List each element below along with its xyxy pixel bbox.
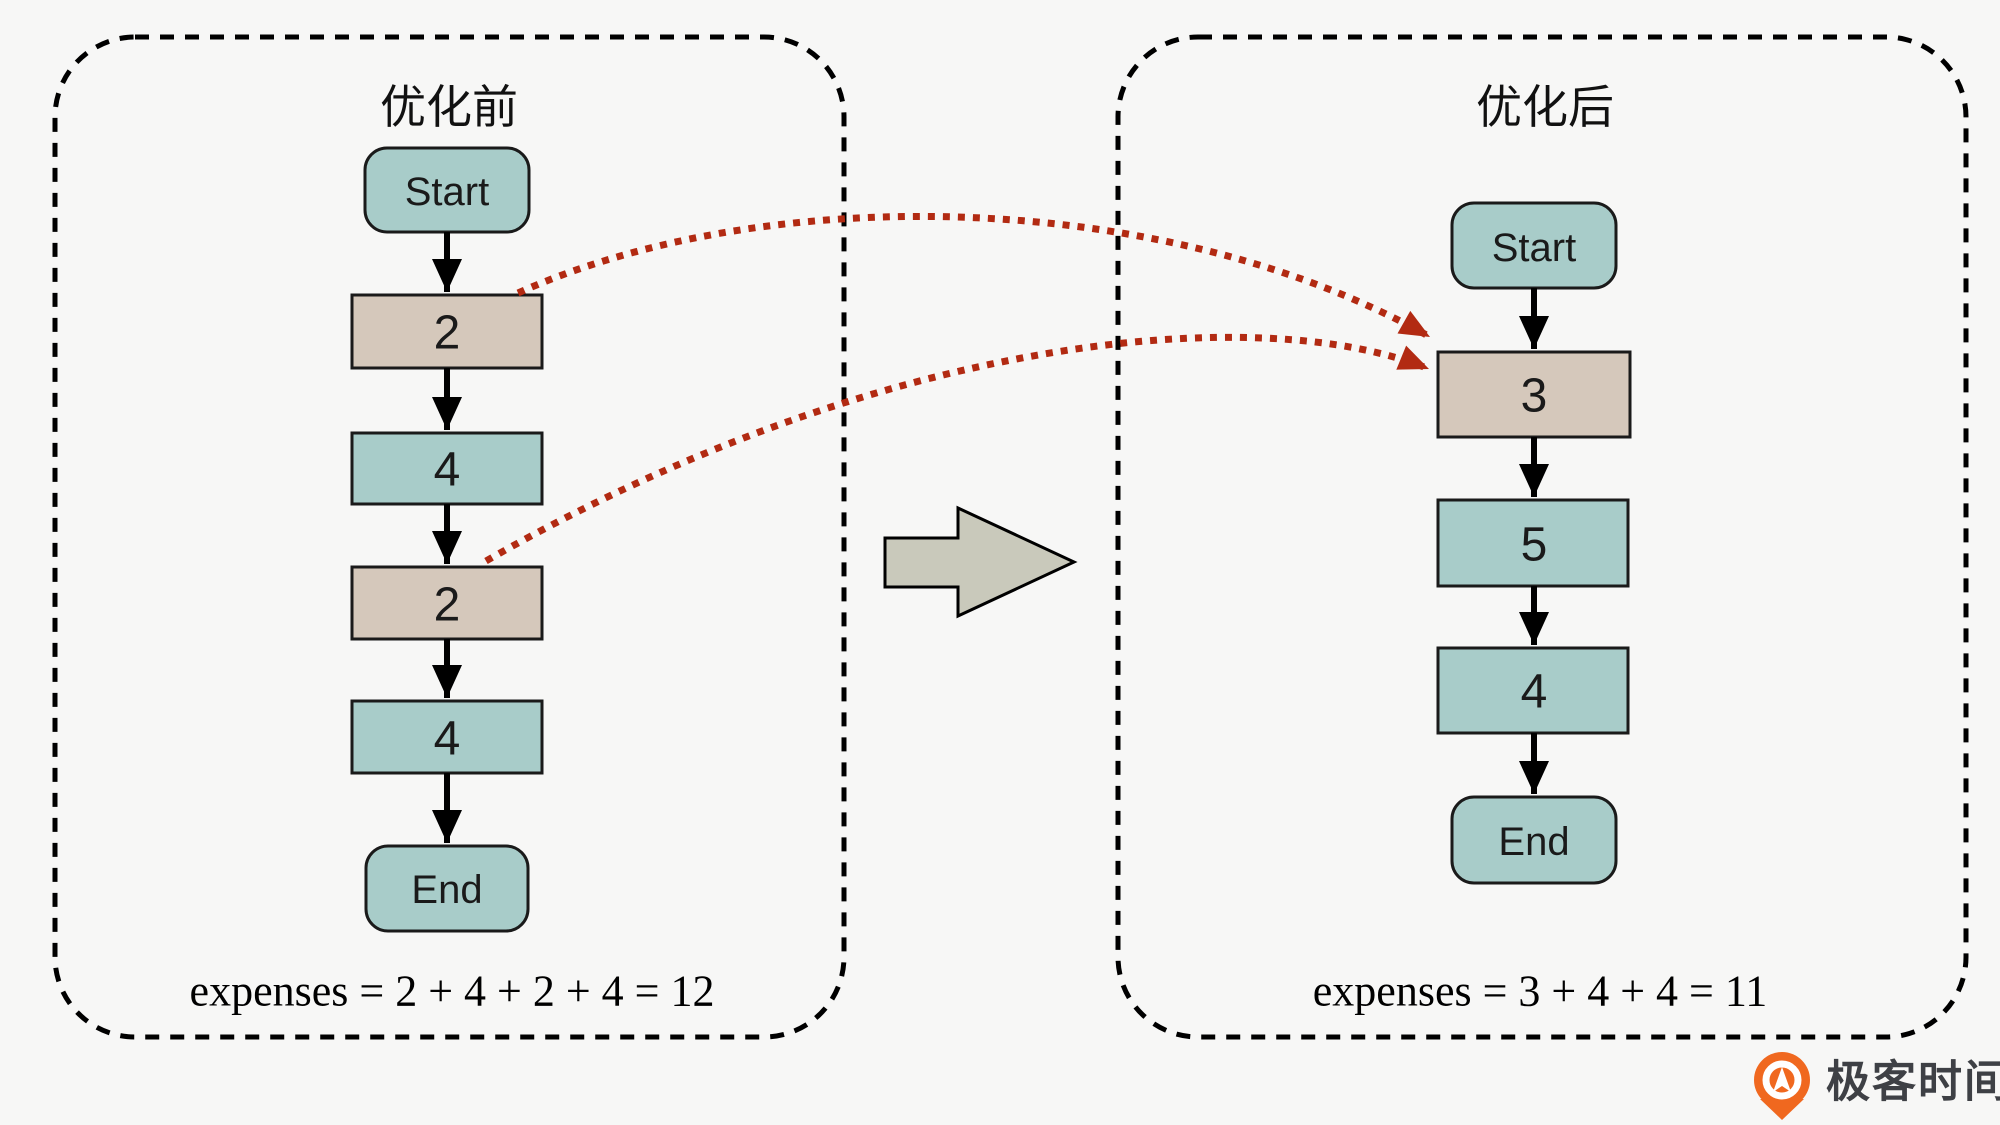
logo-cursor (1773, 1067, 1791, 1092)
merge-arrow-upper (516, 212, 1432, 341)
node-after-3-box (1436, 350, 1632, 439)
panel-before: 优化前 Start 2 4 2 4 End (52, 34, 847, 1040)
node-before-start-label: Start (405, 170, 489, 214)
logo-ring (1762, 1060, 1802, 1100)
node-after-end: End (1450, 795, 1618, 885)
node-after-5: 5 (1436, 498, 1630, 588)
node-before-2b-label: 2 (434, 579, 461, 632)
node-before-2a-box (350, 293, 544, 370)
panel-before-title: 优化前 (380, 81, 518, 133)
node-before-end: End (364, 844, 530, 933)
node-after-4-box (1436, 646, 1630, 735)
panel-after-border (1115, 34, 1969, 1040)
node-before-4b: 4 (350, 699, 544, 775)
node-after-start: Start (1450, 201, 1618, 290)
panel-before-border (52, 34, 847, 1040)
node-before-4b-label: 4 (434, 713, 461, 766)
panel-after: 优化后 Start 3 5 4 End expenses = 3 + 4 + 4… (1115, 34, 1969, 1040)
node-before-2a-label: 2 (434, 307, 461, 360)
expenses-before: expenses = 2 + 4 + 2 + 4 = 12 (190, 967, 715, 1016)
node-after-start-label: Start (1492, 226, 1576, 270)
node-after-4-label: 4 (1521, 666, 1548, 719)
node-before-4a: 4 (350, 431, 544, 506)
node-after-end-label: End (1498, 820, 1569, 864)
node-before-start: Start (363, 146, 531, 234)
node-after-3-label: 3 (1521, 370, 1548, 423)
geektime-logo: 极客时间 (1754, 1052, 2000, 1120)
panel-after-title: 优化后 (1476, 81, 1614, 133)
node-after-end-box (1450, 795, 1618, 885)
node-after-4: 4 (1436, 646, 1630, 735)
node-before-2b: 2 (350, 565, 544, 641)
node-before-end-box (364, 844, 530, 933)
node-after-5-box (1436, 498, 1630, 588)
node-before-4a-label: 4 (434, 444, 461, 497)
geektime-logo-icon (1754, 1052, 1810, 1120)
geektime-logo-text: 极客时间 (1826, 1058, 2000, 1107)
transform-arrow-icon (883, 505, 1078, 619)
node-after-5-label: 5 (1521, 519, 1548, 572)
node-before-2b-box (350, 565, 544, 641)
node-before-end-label: End (411, 868, 482, 912)
node-before-2a: 2 (350, 293, 544, 370)
node-after-3: 3 (1436, 350, 1632, 439)
expenses-after: expenses = 3 + 4 + 4 = 11 (1313, 967, 1767, 1016)
